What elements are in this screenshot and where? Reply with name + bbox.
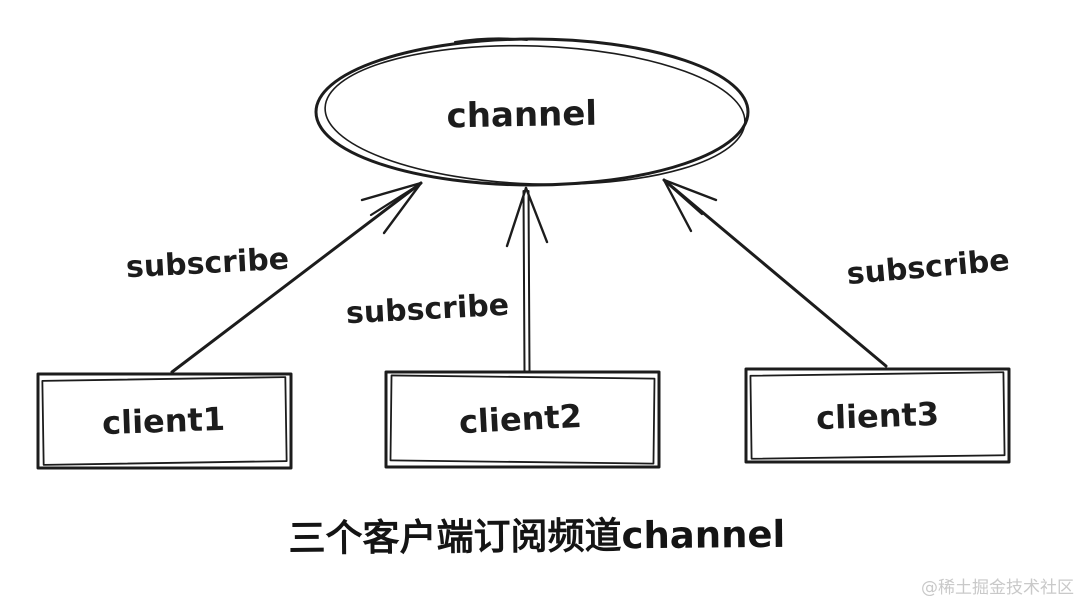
subscribe-arrow-2: subscribe <box>345 186 549 372</box>
watermark: @稀土掘金技术社区 <box>921 578 1074 598</box>
arrow-head-barb <box>505 186 528 248</box>
channel-label: channel <box>446 94 597 137</box>
arrow-head-barb <box>360 181 423 202</box>
arrow-shaft <box>522 190 526 372</box>
client1-node: client1 <box>36 372 293 470</box>
arrow-shaft-echo <box>527 190 531 372</box>
subscribe-label-2: subscribe <box>345 288 510 331</box>
client2-box-echo-stroke <box>389 374 656 465</box>
subscribe-arrow-1: subscribe <box>125 181 423 374</box>
arrow-head-barb <box>664 180 704 216</box>
subscribe-label-3: subscribe <box>845 243 1011 292</box>
arrow-head-barb <box>382 181 423 235</box>
client1-box-echo-stroke <box>41 376 288 466</box>
client3-label: client3 <box>816 395 940 437</box>
client2-box-outline <box>384 370 661 469</box>
channel-ellipse-outline <box>314 37 750 187</box>
arrow-shaft <box>662 178 888 368</box>
subscribe-arrow-3: subscribe <box>662 178 1011 368</box>
subscribe-label-1: subscribe <box>125 242 290 285</box>
arrow-head-barb <box>662 178 718 202</box>
caption: 三个客户端订阅频道channel <box>288 513 785 560</box>
client3-box-echo-stroke <box>749 371 1006 460</box>
client3-node: client3 <box>744 367 1011 464</box>
arrow-head-barb <box>369 182 422 217</box>
client3-box-outline <box>744 367 1011 464</box>
arrow-shaft <box>170 181 423 374</box>
arrow-head-barb <box>662 178 693 233</box>
client1-box-outline <box>36 372 293 470</box>
client1-label: client1 <box>102 400 226 442</box>
channel-node: channel <box>314 37 750 187</box>
channel-ellipse-overlap-stub <box>454 37 528 43</box>
arrow-head-barb <box>524 186 549 244</box>
client2-label: client2 <box>458 397 583 441</box>
client2-node: client2 <box>384 370 661 469</box>
channel-ellipse-echo-stroke <box>324 44 746 186</box>
